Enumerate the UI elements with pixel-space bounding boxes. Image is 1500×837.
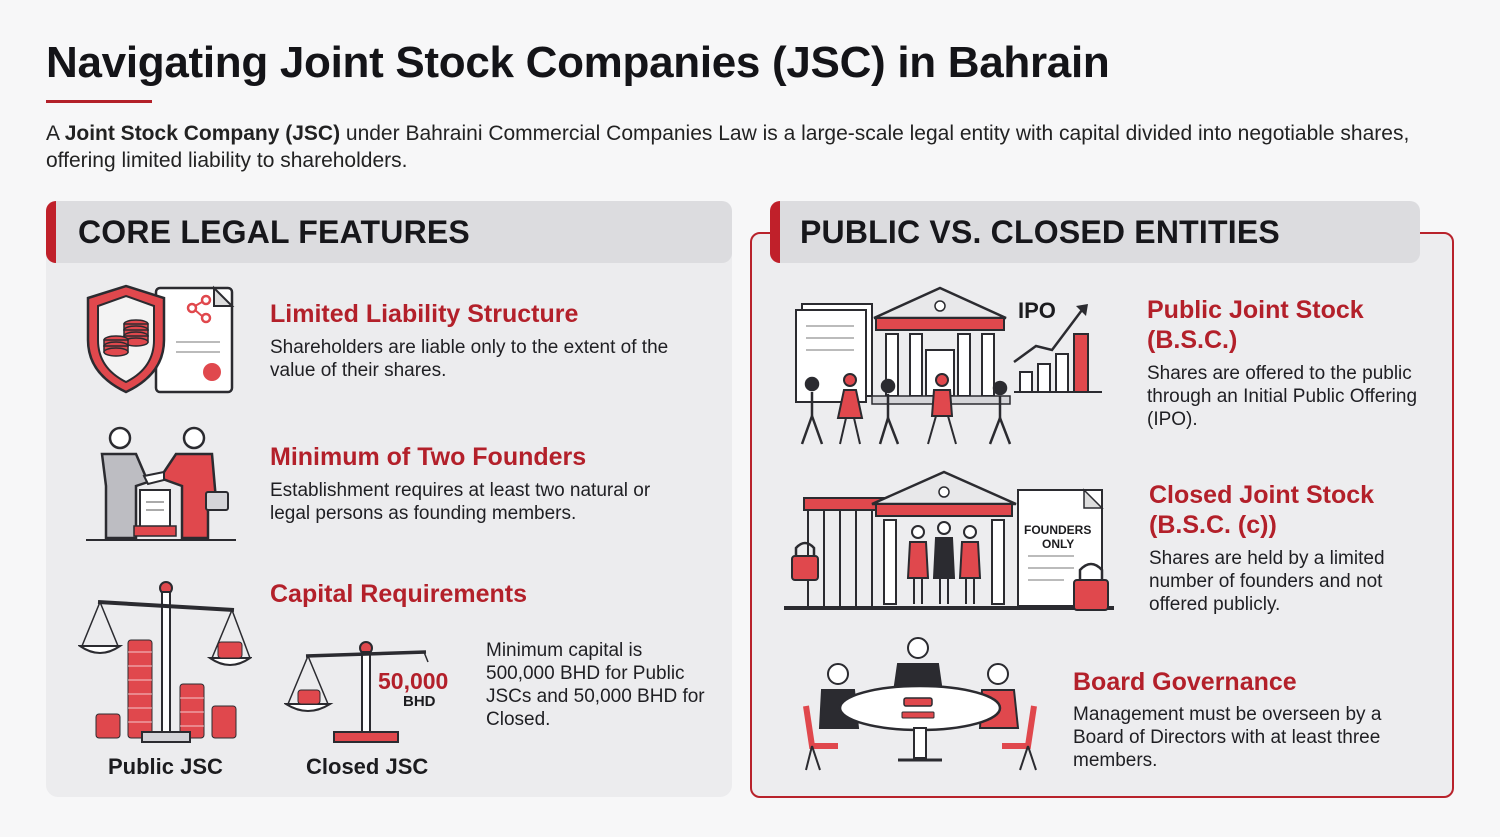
public-jsc-caption: Public JSC (108, 754, 223, 779)
feature-text-founders: Establishment requires at least two natu… (270, 480, 651, 524)
closed-scale-unit: BHD (403, 693, 436, 710)
ipo-building-icon (795, 286, 1102, 445)
intro-prefix: A (46, 122, 65, 145)
intro-rest: under Bahraini Commercial Companies Law … (46, 122, 1410, 172)
header-accent-bar (46, 201, 56, 263)
entities-heading: PUBLIC VS. CLOSED ENTITIES (800, 214, 1280, 250)
founders-label-line2: ONLY (1042, 537, 1075, 551)
shield-document-icon (86, 284, 235, 394)
board-meeting-icon (803, 637, 1037, 771)
feature-title-founders: Minimum of Two Founders (270, 443, 587, 471)
header-accent-bar (770, 201, 780, 263)
feature-text-liability: Shareholders are liable only to the exte… (270, 337, 669, 381)
item-text-public: Shares are offered to the public through… (1147, 363, 1418, 430)
feature-title-liability: Limited Liability Structure (270, 300, 579, 328)
handshake-icon (86, 426, 236, 541)
closed-scale-icon (284, 641, 429, 743)
item-text-board: Management must be overseen by a Board o… (1073, 704, 1382, 771)
item-title-public: Public Joint Stock (B.S.C.) (1147, 296, 1364, 354)
founders-label-line1: FOUNDERS (1024, 523, 1092, 537)
feature-title-capital: Capital Requirements (270, 580, 528, 608)
page-title: Navigating Joint Stock Companies (JSC) i… (46, 38, 1110, 87)
entities-header: PUBLIC VS. CLOSED ENTITIES (770, 201, 1420, 263)
core-features-header: CORE LEGAL FEATURES (46, 201, 732, 263)
ipo-label: IPO (1018, 298, 1056, 323)
public-scale-icon (78, 581, 252, 743)
closed-scale-amount: 50,000 (378, 668, 449, 694)
title-underline (46, 100, 152, 103)
intro-text: A Joint Stock Company (JSC) under Bahrai… (46, 120, 1426, 174)
closed-jsc-caption: Closed JSC (306, 754, 429, 779)
item-text-closed: Shares are held by a limited number of f… (1149, 548, 1385, 615)
closed-building-icon (784, 470, 1114, 611)
item-title-closed: Closed Joint Stock (B.S.C. (c)) (1149, 481, 1375, 539)
feature-text-capital: Minimum capital is 500,000 BHD for Publi… (486, 640, 705, 730)
core-features-heading: CORE LEGAL FEATURES (78, 214, 470, 250)
intro-bold: Joint Stock Company (JSC) (64, 122, 341, 145)
item-title-board: Board Governance (1073, 668, 1297, 696)
